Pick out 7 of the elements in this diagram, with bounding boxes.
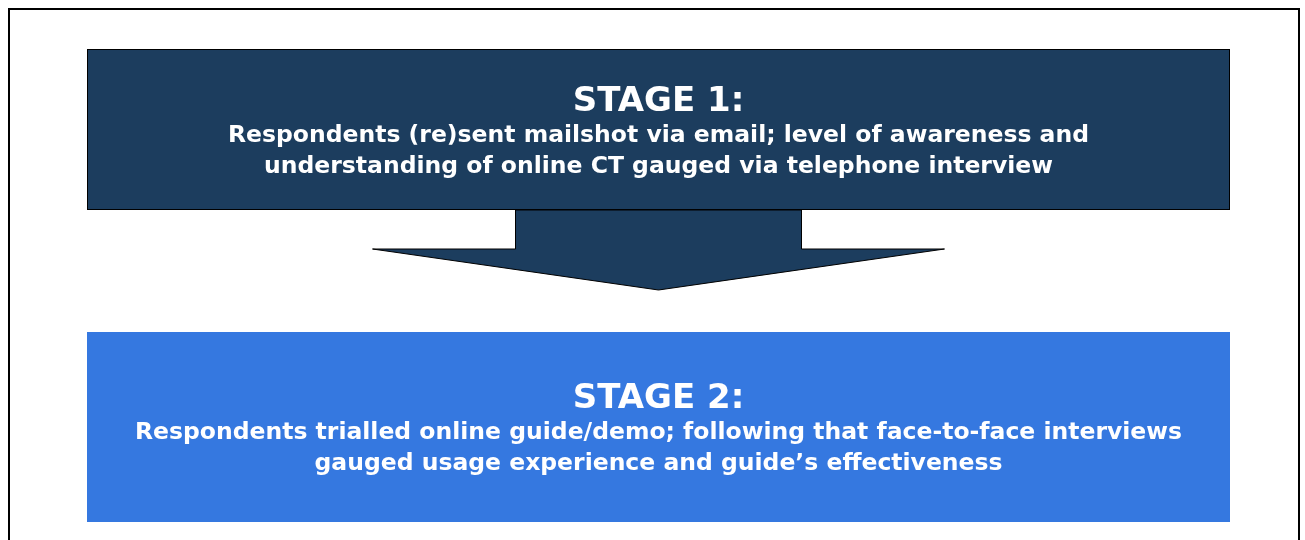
block-arrow <box>372 209 945 291</box>
stage-box <box>87 332 1230 522</box>
stage-box <box>87 49 1230 210</box>
stage-heading: STAGE 2: <box>572 376 745 416</box>
stage-heading: STAGE 1: <box>572 78 745 119</box>
stage-description: Respondents trialled online guide/demo; following that face-to-face interviews gauged usage experience and guide’s effectiveness <box>133 416 1183 478</box>
stage-description: Respondents (re)sent mailshot via email; level of awareness and understanding of online CT gauged via telephone interview <box>226 118 1090 181</box>
